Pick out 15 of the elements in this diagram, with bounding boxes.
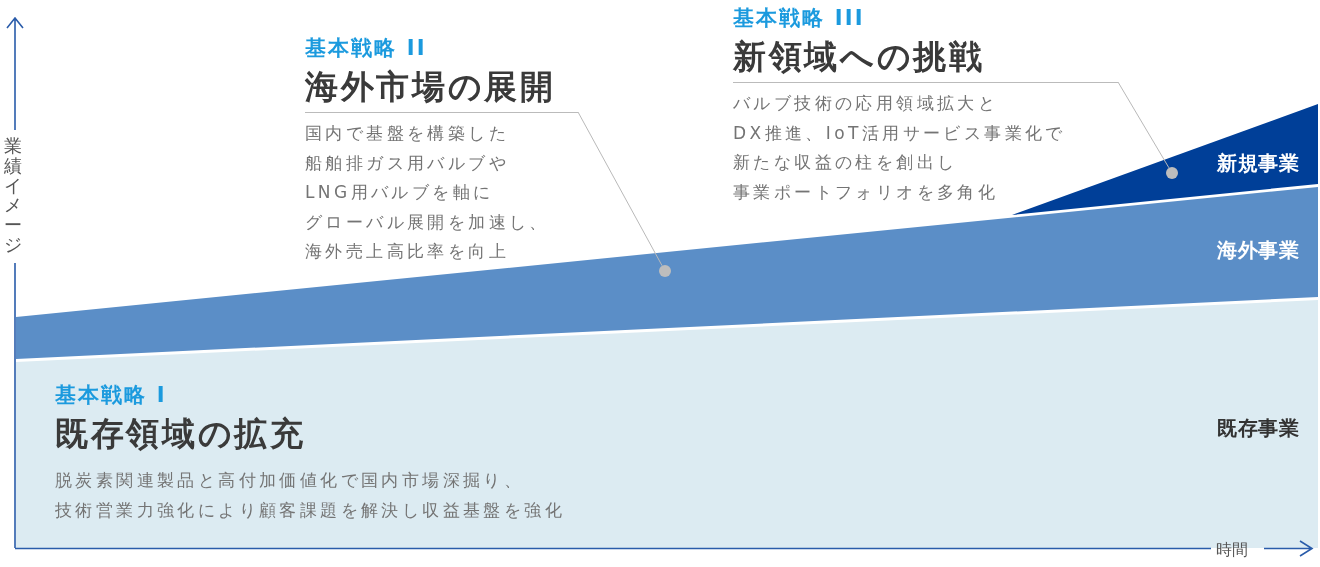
- band-label: 新規事業: [1216, 151, 1300, 175]
- strategy-heading: 既存領域の拡充: [55, 413, 306, 455]
- strategy-label: 基本戦略 I: [55, 382, 167, 408]
- strategy-heading: 海外市場の展開: [305, 66, 556, 108]
- strategy-description: 国内で基盤を構築した船舶排ガス用バルブやLNG用バルブを軸にグローバル展開を加速し、海外売上高比率を向上: [305, 122, 550, 263]
- leader-line: [1117, 81, 1170, 169]
- band-label: 海外事業: [1216, 238, 1300, 262]
- axis-title: 業績イメージ: [4, 136, 22, 255]
- axis-title: 時間: [1216, 540, 1248, 559]
- strategy-label: 基本戦略 III: [733, 5, 865, 31]
- band-label: 既存事業: [1216, 416, 1300, 440]
- strategy-heading: 新領域への挑戦: [733, 36, 985, 78]
- strategy-description: バルブ技術の応用領域拡大とDX推進、IoT活用サービス事業化で新たな収益の柱を創出し事業ポートフォリオを多角化: [733, 92, 1066, 204]
- strategy-label: 基本戦略 II: [305, 35, 427, 61]
- strategy-description: 脱炭素関連製品と高付加価値化で国内市場深掘り、技術営業力強化により顧客課題を解決し収益基盤を強化: [55, 469, 565, 522]
